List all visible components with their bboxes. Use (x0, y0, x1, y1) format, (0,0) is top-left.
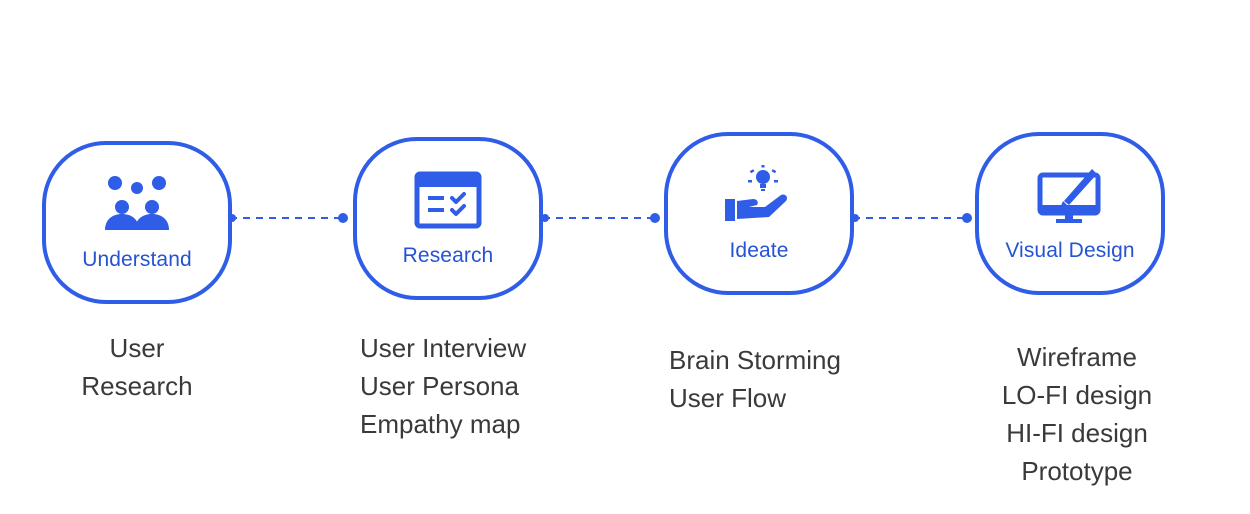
stage-title-understand: Understand (82, 247, 192, 271)
detail-item: Prototype (1021, 456, 1133, 486)
stage-title-research: Research (402, 243, 494, 267)
detail-item: LO-FI design (1001, 380, 1153, 410)
stage-ideate[interactable]: Ideate (664, 132, 854, 295)
detail-item: Research (81, 371, 193, 401)
stage-details-understand: User Research (42, 329, 232, 405)
connector-3-4 (851, 213, 972, 223)
detail-item: User (109, 333, 165, 363)
stage-details-ideate: Brain Storming User Flow (669, 341, 889, 417)
stage-visual-design[interactable]: Visual Design (975, 132, 1165, 295)
users-group-icon (101, 174, 173, 234)
connector-2-3 (541, 213, 660, 223)
detail-item: User Flow (669, 383, 787, 413)
detail-item: User Interview (360, 333, 527, 363)
detail-item: Empathy map (360, 409, 521, 439)
stage-details-visual-design: Wireframe LO-FI design HI-FI design Prot… (967, 338, 1187, 490)
detail-item: Brain Storming (669, 345, 841, 375)
stage-title-ideate: Ideate (729, 238, 789, 262)
detail-item: User Persona (360, 371, 519, 401)
stage-research[interactable]: Research (353, 137, 543, 300)
detail-item: HI-FI design (1006, 418, 1148, 448)
connector-1-2 (228, 213, 348, 223)
checklist-window-icon (412, 170, 484, 230)
detail-item: Wireframe (1017, 342, 1137, 372)
lightbulb-hand-icon (723, 164, 795, 225)
stage-title-visual-design: Visual Design (1005, 238, 1135, 262)
stage-details-research: User Interview User Persona Empathy map (360, 329, 580, 443)
monitor-pen-icon (1034, 165, 1106, 225)
stage-understand[interactable]: Understand (42, 141, 232, 304)
